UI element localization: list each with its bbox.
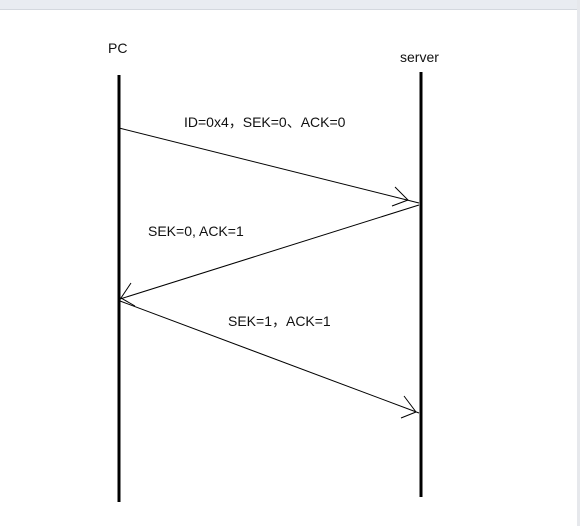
message-2-arrow [119, 204, 420, 307]
message-3-arrow [119, 300, 420, 419]
participant-pc-label: PC [108, 40, 127, 56]
message-2-label: SEK=0, ACK=1 [148, 223, 244, 239]
window-top-strip [0, 0, 580, 10]
window-right-edge [577, 0, 580, 526]
message-1-label: ID=0x4，SEK=0、ACK=0 [184, 114, 346, 130]
message-3-label: SEK=1，ACK=1 [228, 313, 331, 329]
participant-server-label: server [400, 49, 439, 65]
message-1-arrow [118, 127, 420, 207]
